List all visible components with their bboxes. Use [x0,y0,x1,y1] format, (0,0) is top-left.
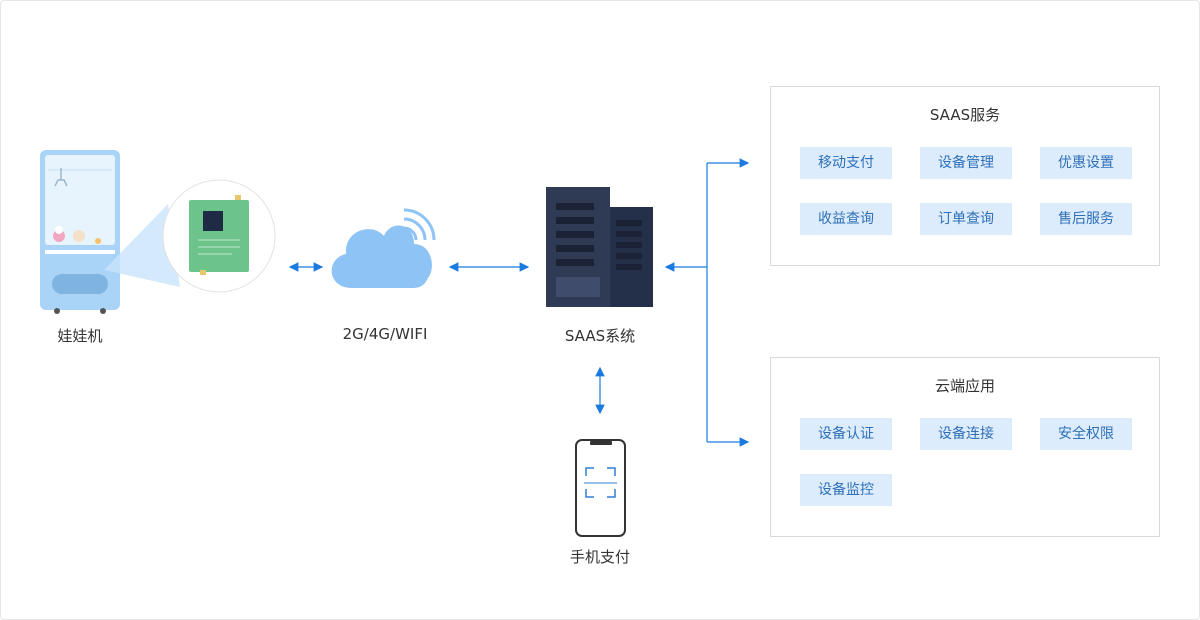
saas-services-title: SAAS服务 [929,106,1001,124]
mobile-pay-label: 手机支付 [569,548,631,566]
claw-machine-icon [40,150,120,314]
cloud-apps-title: 云端应用 [934,377,995,395]
claw-machine-label: 娃娃机 [57,327,103,345]
service-chip: 收益查询 [800,203,892,235]
service-chip: 订单查询 [920,203,1012,235]
cloud-app-chip: 安全权限 [1040,418,1132,450]
service-chip: 设备管理 [920,147,1012,179]
cloud-app-chip: 设备监控 [800,474,892,506]
cloud-apps-panel: 云端应用 设备认证 设备连接 安全权限 设备监控 [770,357,1160,537]
saas-system-label: SAAS系统 [564,327,636,345]
cloud-icon [331,208,436,288]
network-label: 2G/4G/WIFI [342,325,428,343]
saas-services-panel: SAAS服务 移动支付 设备管理 优惠设置 收益查询 订单查询 售后服务 [770,86,1160,266]
cloud-app-chip: 设备认证 [800,418,892,450]
server-icon [546,187,653,307]
service-chip: 售后服务 [1040,203,1132,235]
service-chip: 移动支付 [800,147,892,179]
phone-icon [575,439,626,537]
circuit-board-icon [162,179,276,293]
service-chip: 优惠设置 [1040,147,1132,179]
cloud-app-chip: 设备连接 [920,418,1012,450]
zoom-beam [104,204,180,287]
